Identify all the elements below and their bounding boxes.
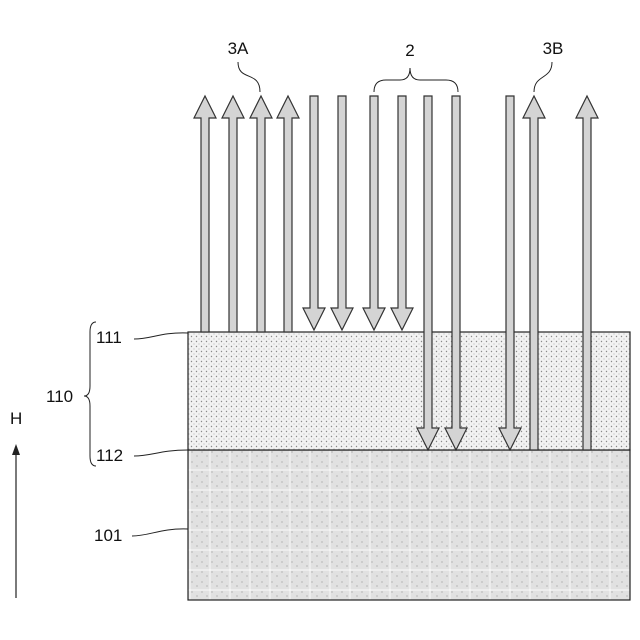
arrow-reflected-a-4 <box>277 96 299 332</box>
label-reflected-b: 3B <box>543 39 564 58</box>
arrow-reflected-a-3 <box>250 96 272 332</box>
bracket-layer-group <box>84 322 96 466</box>
leader-reflected-a <box>238 62 260 92</box>
arrow-reflected-a-2 <box>222 96 244 332</box>
label-reflected-a: 3A <box>228 39 249 58</box>
arrow-incident-1 <box>303 96 325 330</box>
label-incident-beam: 2 <box>405 41 414 60</box>
layer-block <box>188 332 630 450</box>
height-axis-arrowhead <box>12 444 20 455</box>
substrate-block <box>188 450 630 600</box>
leader-reflected-b <box>534 62 552 92</box>
label-layer-group: 110 <box>46 387 73 406</box>
leader-surface-top <box>134 333 188 339</box>
arrow-incident-3 <box>363 96 385 330</box>
arrow-reflected-a-1 <box>194 96 216 332</box>
arrow-incident-4 <box>391 96 413 330</box>
arrow-incident-2 <box>331 96 353 330</box>
label-surface-top: 111 <box>96 328 122 347</box>
leader-substrate <box>132 529 188 536</box>
label-substrate: 101 <box>94 526 122 545</box>
brace-incident <box>374 68 458 92</box>
label-surface-bottom: 112 <box>96 446 123 465</box>
label-height-axis: H <box>10 409 22 428</box>
leader-surface-bottom <box>134 450 188 456</box>
